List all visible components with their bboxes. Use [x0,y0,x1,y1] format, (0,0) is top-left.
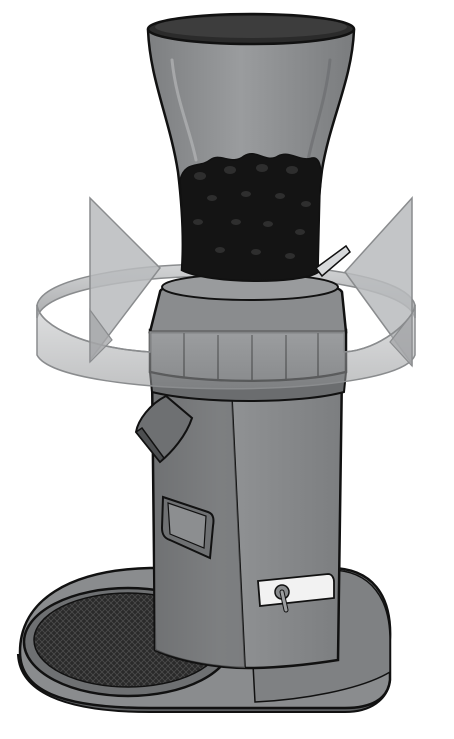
upper-housing [150,274,346,332]
coffee-beans [180,154,321,281]
